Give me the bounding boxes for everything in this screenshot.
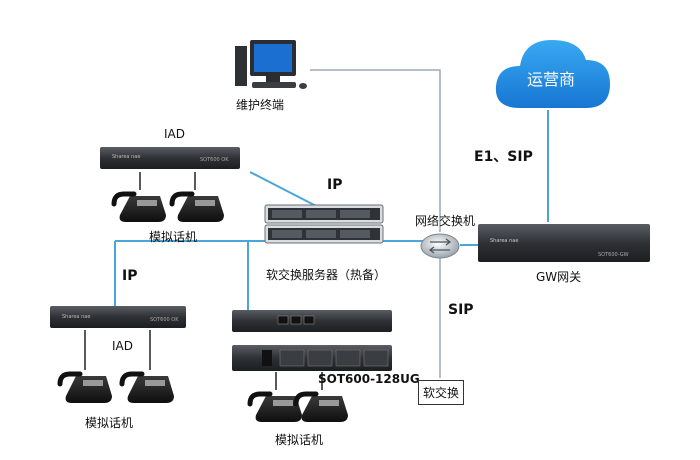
maintenance-terminal-icon xyxy=(235,40,307,89)
phone-icon-bottom-3 xyxy=(247,372,302,422)
svg-text:SOT600-GW: SOT600-GW xyxy=(598,252,629,258)
phone-icon-bottom-2 xyxy=(119,330,174,403)
iad-top-label: IAD xyxy=(164,127,185,141)
iad-device-top: Sharea nae SOT600 OK xyxy=(100,147,240,169)
phone-icon-bottom-1 xyxy=(57,330,112,403)
ip-top-label: IP xyxy=(327,177,343,193)
svg-text:Sharea nae: Sharea nae xyxy=(490,238,518,244)
svg-text:Sharea nae: Sharea nae xyxy=(112,154,140,160)
phone-icon-bottom-4 xyxy=(293,372,348,422)
phone-bottom-left-label: 模拟话机 xyxy=(85,416,134,430)
ip-left-label: IP xyxy=(122,268,138,284)
iad-bottom-label: IAD xyxy=(112,339,133,353)
phone-icon-top-right xyxy=(169,172,224,222)
maintenance-terminal-label: 维护终端 xyxy=(236,98,285,112)
svg-text:SOT600 OK: SOT600 OK xyxy=(150,317,179,323)
gw-gateway-icon: Sharea nae SOT600-GW xyxy=(478,224,650,262)
network-switch-icon xyxy=(420,233,460,259)
link-terminal-switch xyxy=(310,69,441,232)
carrier-label: 运营商 xyxy=(527,70,576,89)
sip-label: SIP xyxy=(448,302,474,318)
sot600-device-top xyxy=(232,310,392,332)
phone-top-label: 模拟话机 xyxy=(149,230,198,244)
link-server-iad xyxy=(249,171,321,209)
softswitch-server-icon xyxy=(264,204,384,244)
carrier-cloud-icon xyxy=(495,40,610,108)
e1-sip-label: E1、SIP xyxy=(474,149,533,165)
sot-model-label: SOT600-128UG xyxy=(318,372,420,386)
sot600-device-bottom xyxy=(232,345,392,371)
svg-text:Sharea nae: Sharea nae xyxy=(62,314,90,320)
phone-bottom-mid-label: 模拟话机 xyxy=(275,433,324,447)
gw-gateway-label: GW网关 xyxy=(536,270,582,284)
phone-icon-top-left xyxy=(111,172,166,222)
softswitch-box: 软交换 xyxy=(418,380,465,405)
iad-device-bottom: Sharea nae SOT600 OK xyxy=(50,306,186,328)
switch-label: 网络交换机 xyxy=(415,214,476,228)
softswitch-server-label: 软交换服务器（热备） xyxy=(266,268,387,282)
svg-text:SOT600 OK: SOT600 OK xyxy=(200,157,229,163)
